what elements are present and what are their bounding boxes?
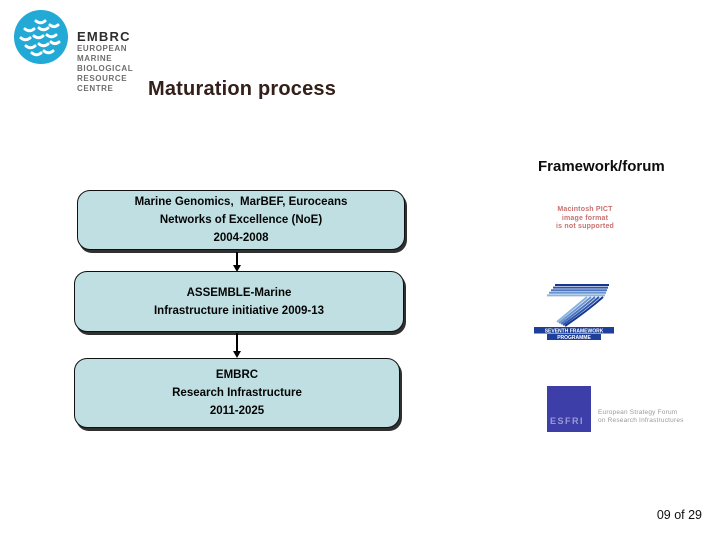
flow-box-text-line: Networks of Excellence (NoE) xyxy=(159,214,323,226)
flow-box-text-line: Infrastructure initiative 2009-13 xyxy=(153,304,324,317)
esfri-caption-line: European Strategy Forum xyxy=(598,409,678,416)
flow-box-text-line: Marine Genomics, MarBEF, Euroceans xyxy=(134,196,348,208)
pict-not-supported-placeholder: Macintosh PICT image format is not suppo… xyxy=(518,206,652,232)
flow-arrow-down-icon xyxy=(232,333,242,358)
pict-text-line: is not supported xyxy=(555,223,615,230)
arrow-stem xyxy=(236,252,238,265)
fp7-bar1-label: SEVENTH FRAMEWORK xyxy=(545,328,604,334)
logo-subtitle-line: BIOLOGICAL xyxy=(77,64,134,73)
logo-subtitle-line: RESOURCE xyxy=(77,74,128,83)
arrow-head xyxy=(233,351,241,358)
flow-box-text-line: 2011-2025 xyxy=(209,405,265,417)
flow-box-text-line: ASSEMBLE-Marine xyxy=(186,286,292,299)
pict-text-line: Macintosh PICT xyxy=(557,206,613,213)
logo-subtitle-line: CENTRE xyxy=(77,84,114,93)
esfri-caption: European Strategy Forum on Research Infr… xyxy=(598,409,684,425)
flow-box-networks-of-excellence: Marine Genomics, MarBEF, Euroceans Netwo… xyxy=(77,190,405,250)
embrc-logo-icon xyxy=(14,10,68,64)
flow-box-assemble: ASSEMBLE-Marine Infrastructure initiativ… xyxy=(74,271,404,332)
logo-subtitle-line: MARINE xyxy=(77,54,113,63)
esfri-logo-icon: ESFRI xyxy=(547,386,591,432)
logo-name: EMBRC xyxy=(77,29,131,44)
arrow-stem xyxy=(236,333,238,351)
flow-box-text-line: 2004-2008 xyxy=(213,232,269,244)
pict-text-line: image format xyxy=(561,214,609,222)
esfri-caption-line: on Research Infrastructures xyxy=(598,417,684,424)
slide-title: Maturation process xyxy=(148,78,337,100)
fp7-bar2-label: PROGRAMME xyxy=(557,335,591,341)
page-number: 09 of 29 xyxy=(656,508,702,522)
flow-box-text-line: Research Infrastructure xyxy=(172,387,302,399)
seventh-framework-programme-logo-icon: SEVENTH FRAMEWORK PROGRAMME xyxy=(534,284,614,341)
logo-subtitle-line: EUROPEAN xyxy=(77,44,128,53)
flow-box-text-line: EMBRC xyxy=(215,369,259,381)
arrow-head xyxy=(233,265,241,272)
esfri-logo-name: ESFRI xyxy=(550,416,585,426)
framework-forum-label: Framework/forum xyxy=(538,158,665,175)
embrc-logo-text: EMBRC EUROPEAN MARINE BIOLOGICAL RESOURC… xyxy=(77,30,133,94)
flow-box-embrc: EMBRC Research Infrastructure 2011-2025 xyxy=(74,358,400,428)
flow-arrow-down-icon xyxy=(232,252,242,272)
